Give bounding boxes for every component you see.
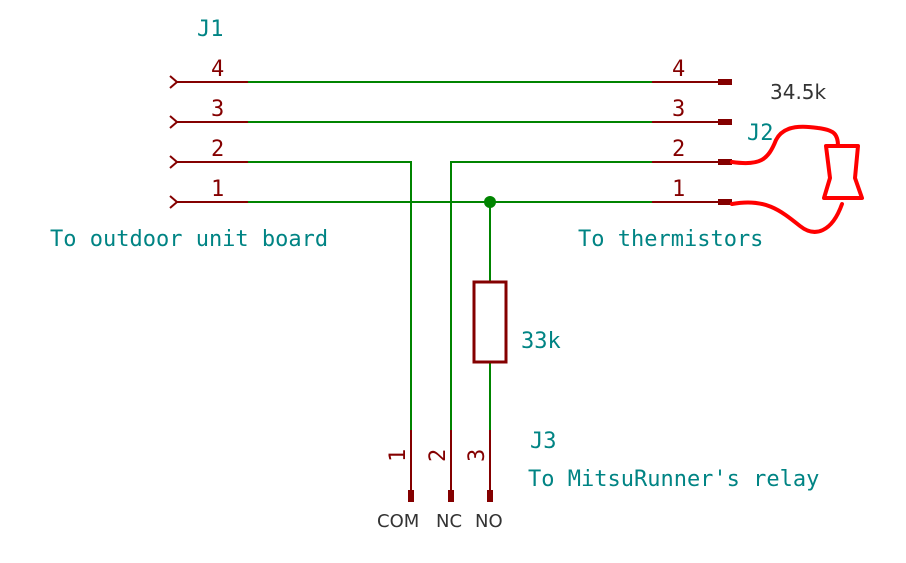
j2-pin-4-end — [718, 79, 732, 85]
j2-pin-4-number: 4 — [672, 57, 685, 82]
j1-pin-4-number: 4 — [211, 57, 224, 82]
j1-pin-3-number: 3 — [211, 97, 224, 122]
j2-pin-3-number: 3 — [672, 97, 685, 122]
j2-ref: J2 — [747, 121, 774, 146]
j3-description: To MitsuRunner's relay — [528, 467, 819, 492]
resistor-value: 33k — [521, 329, 561, 354]
thermistor-lead-upper — [730, 124, 840, 166]
j3-pin-1-number: 1 — [386, 449, 411, 462]
j1-pin-2-chevron — [169, 155, 179, 169]
thermistor-body-icon — [822, 144, 864, 200]
j2-description: To thermistors — [578, 227, 763, 252]
resistor-33k: 33k — [472, 280, 561, 364]
j1-pin-2-number: 2 — [211, 137, 224, 162]
thermistor-resistance-value: 34.5k — [770, 80, 827, 104]
j1-pin-4-chevron — [169, 75, 179, 89]
j3-ref: J3 — [530, 429, 557, 454]
j2-pin-2-number: 2 — [672, 137, 685, 162]
connector-j2: 4 3 2 1 J2 To thermistors — [578, 57, 774, 252]
connector-j1: J1 4 3 2 1 To outdoor unit board — [50, 17, 328, 252]
j1-pin-1-number: 1 — [211, 177, 224, 202]
j3-pin-2-number: 2 — [426, 449, 451, 462]
j3-pin-name-no: NO — [475, 511, 503, 532]
j2-pin-2-end — [718, 159, 732, 165]
wire-j2-pin2-to-nc — [450, 161, 652, 430]
j2-pin-1-end — [718, 199, 732, 205]
j3-pin-name-nc: NC — [436, 511, 462, 532]
j1-pin-1-chevron — [169, 195, 179, 209]
junction-dot — [484, 196, 496, 208]
j3-pin-2-end — [448, 490, 454, 502]
j3-pin-name-com: COM — [377, 511, 419, 532]
wires — [248, 81, 652, 430]
thermistor-annotation: 34.5k — [730, 80, 864, 234]
j3-pin-3-end — [487, 490, 493, 502]
wire-j1-pin2-to-com — [248, 161, 412, 430]
j3-pin-1-end — [408, 490, 414, 502]
j1-description: To outdoor unit board — [50, 227, 328, 252]
thermistor-lead-lower — [730, 200, 844, 234]
j1-ref: J1 — [197, 17, 224, 42]
j2-pin-3-end — [718, 119, 732, 125]
j3-pin-3-number: 3 — [465, 449, 490, 462]
resistor-body — [472, 280, 508, 364]
connector-j3: 1 2 3 COM NC NO J3 To MitsuRunner's rela… — [377, 429, 819, 532]
j1-pin-3-chevron — [169, 115, 179, 129]
j2-pin-1-number: 1 — [672, 177, 685, 202]
